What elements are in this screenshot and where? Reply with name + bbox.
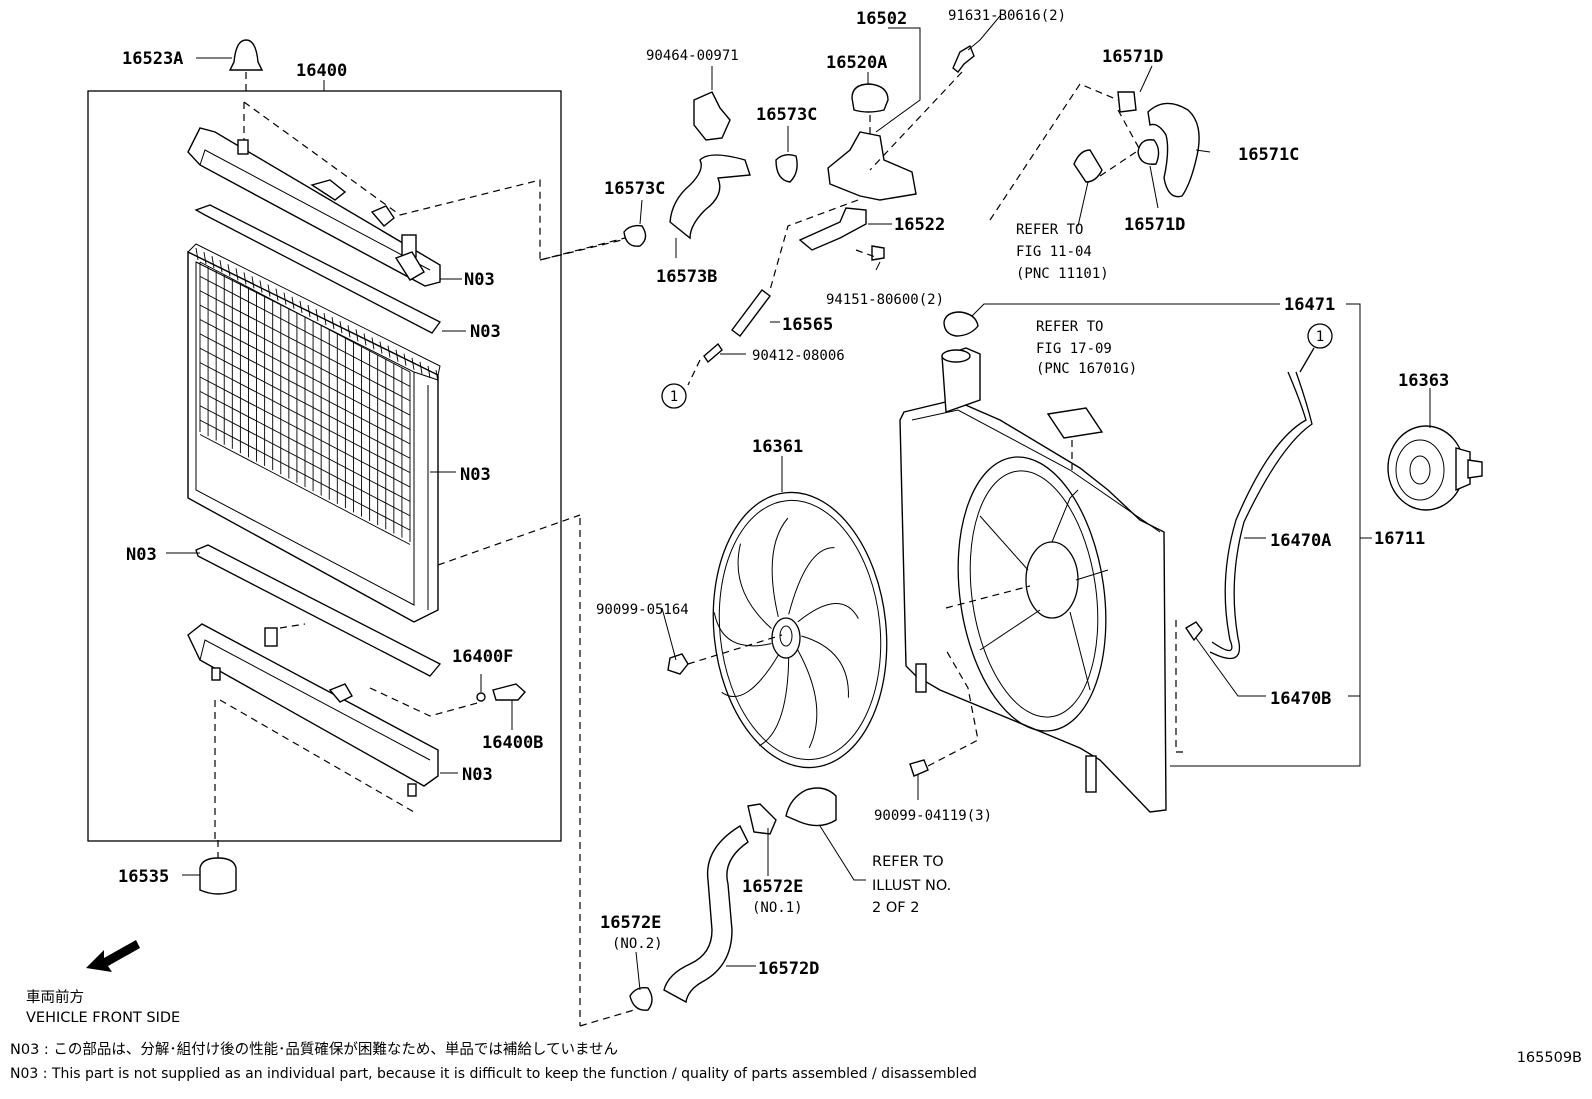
cap-16520A [851, 83, 889, 113]
clamp-90412-08006 [703, 342, 723, 364]
upper-gasket [194, 204, 441, 334]
label-16572E-no2-sub: (NO.2) [612, 936, 663, 952]
label-16572E-no1: 16572E [742, 877, 803, 897]
radiator-core [187, 243, 441, 623]
nut-90099-05164 [667, 653, 689, 675]
label-16522: 16522 [894, 215, 945, 235]
clamp-16572E-no2 [629, 986, 653, 1011]
label-n03-core: N03 [460, 465, 491, 485]
label-16400: 16400 [296, 61, 347, 81]
label-16471: 16471 [1284, 295, 1335, 315]
hose-16571C [1147, 102, 1200, 198]
radiator-upper-tank [187, 127, 441, 287]
ref-marker-text-left: 1 [670, 389, 678, 405]
label-16572E-no1-sub: (NO.1) [752, 900, 803, 916]
label-94151: 94151-80600(2) [826, 292, 944, 308]
pipe-16565 [731, 289, 771, 337]
orientation-en: VEHICLE FRONT SIDE [26, 1010, 180, 1026]
radiator-cap-16523A [228, 39, 264, 71]
bolt-94151-80600 [871, 245, 885, 261]
fan-shroud-16711 [899, 347, 1167, 813]
refer-fig11-line1: REFER TO [1016, 222, 1083, 238]
refer-fig17-line2: FIG 17-09 [1036, 341, 1112, 357]
label-16470A: 16470A [1270, 531, 1331, 551]
label-16535: 16535 [118, 867, 169, 887]
label-16565: 16565 [782, 315, 833, 335]
outlet-refer-illust [785, 787, 837, 827]
fan-16361 [712, 491, 888, 769]
label-16571D-top: 16571D [1102, 47, 1163, 67]
label-16571D-bottom: 16571D [1124, 215, 1185, 235]
o-ring-16400F [476, 692, 486, 702]
reservoir-cap-16471 [943, 311, 979, 337]
core-fins [195, 247, 439, 545]
drain-plug-16400B [492, 683, 526, 701]
label-16523A: 16523A [122, 49, 183, 69]
clamp-16573C-top [775, 153, 798, 183]
label-16400F: 16400F [452, 647, 513, 667]
bolt-91631-B0616 [952, 44, 975, 73]
water-outlet-16502 [827, 131, 917, 201]
pipe-ref-11-04 [1073, 149, 1103, 183]
refer-fig11-line3: (PNC 11101) [1016, 266, 1109, 282]
refer-fig17-line3: (PNC 16701G) [1036, 361, 1137, 377]
refer-illust-line1: REFER TO [872, 854, 944, 870]
label-16711: 16711 [1374, 529, 1425, 549]
radiator-assembly [87, 90, 631, 842]
label-16571C: 16571C [1238, 145, 1299, 165]
label-16573B: 16573B [656, 267, 717, 287]
label-90412: 90412-08006 [752, 348, 845, 364]
lower-gasket [195, 544, 442, 677]
label-n03-lower-tank: N03 [462, 765, 493, 785]
leader-lines [166, 15, 1431, 991]
ref-marker-text-right: 1 [1316, 329, 1324, 345]
refer-fig17-line1: REFER TO [1036, 319, 1103, 335]
orientation-jp: 車両前方 [26, 989, 84, 1006]
label-16470B: 16470B [1270, 689, 1331, 709]
figure-id: 165509B [1517, 1050, 1582, 1066]
label-16363: 16363 [1398, 371, 1449, 391]
label-90099-05164: 90099-05164 [596, 602, 689, 618]
clamp-16571D-top [1117, 91, 1137, 113]
hose-16572D [663, 825, 749, 1004]
fan-motor-16363 [1387, 425, 1483, 511]
radiator-lower-tank [187, 623, 439, 797]
label-16400B: 16400B [482, 733, 543, 753]
ref-marker-1-left [661, 383, 687, 409]
label-16520A: 16520A [826, 53, 887, 73]
refer-illust-line3: 2 OF 2 [872, 900, 919, 916]
footnote-n03-en: N03 : This part is not supplied as an in… [10, 1066, 977, 1082]
label-90464: 90464-00971 [646, 48, 739, 64]
label-90099-04119: 90099-04119(3) [874, 808, 992, 824]
refer-illust-line2: ILLUST NO. [872, 878, 951, 894]
label-16361: 16361 [752, 437, 803, 457]
label-n03-lower-gasket: N03 [126, 545, 157, 565]
label-16572D: 16572D [758, 959, 819, 979]
clamp-16571D-bottom [1137, 139, 1160, 165]
label-plate [1046, 407, 1104, 439]
fan-blades [713, 517, 859, 749]
label-91631: 91631-B0616(2) [948, 8, 1066, 24]
hose-16573B [669, 154, 751, 240]
clamp-16573C-left [623, 224, 647, 247]
lower-cushion-16535 [199, 857, 237, 895]
bolt-90099-04119 [909, 759, 929, 777]
label-n03-upper-gasket: N03 [470, 322, 501, 342]
refer-fig11-line2: FIG 11-04 [1016, 244, 1092, 260]
clamp-16572E-no1 [747, 803, 777, 835]
overflow-hose-16470A [1211, 371, 1307, 652]
bracket-16522 [798, 207, 867, 251]
ref-marker-1-right [1307, 323, 1333, 349]
label-16572E-no2: 16572E [600, 913, 661, 933]
label-16573C-left: 16573C [604, 179, 665, 199]
label-n03-upper-tank: N03 [464, 270, 495, 290]
footnote-n03-jp: N03 : この部品は、分解･組付け後の性能･品質確保が困難なため、単品では補給… [10, 1040, 618, 1058]
clip-90464-00971 [693, 91, 731, 141]
label-16573C-top: 16573C [756, 105, 817, 125]
vehicle-front-arrow-icon [86, 940, 140, 972]
clamp-16470B [1185, 621, 1203, 642]
label-16502: 16502 [856, 9, 907, 29]
